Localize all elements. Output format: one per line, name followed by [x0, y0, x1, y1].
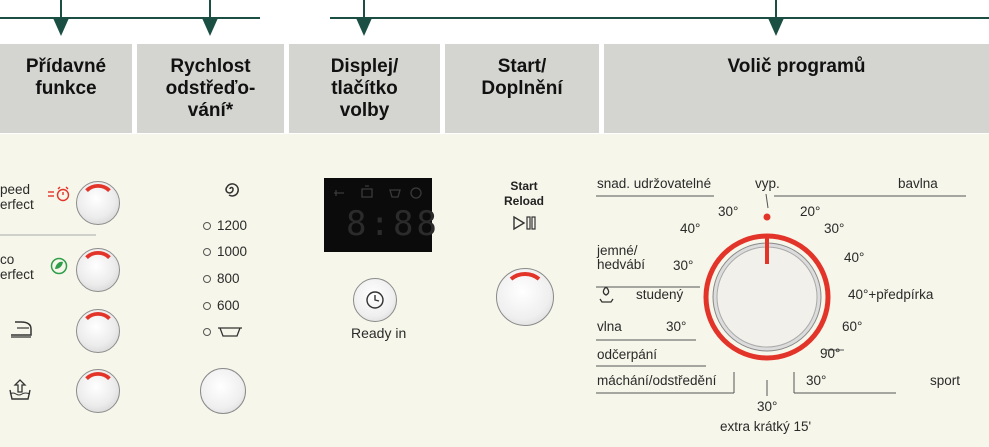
header-display: Displej/ tlačítko volby: [289, 44, 440, 133]
temp-label: 60°: [842, 319, 863, 334]
ready-in-label: Ready in: [351, 325, 407, 341]
arrow-spin: [202, 18, 218, 36]
radio-indicator: [203, 302, 211, 311]
arrow-additional: [53, 18, 69, 36]
digital-display: 8:88: [324, 178, 437, 252]
header-additional-functions: Přídavné funkce: [0, 44, 132, 133]
temp-label: 40°: [844, 250, 865, 265]
temp-label: 20°: [800, 204, 821, 219]
spin-option[interactable]: 1200: [203, 218, 247, 233]
display-digits: 8:88: [346, 204, 440, 244]
radio-indicator: [203, 275, 211, 284]
start-reload-button[interactable]: [496, 268, 554, 326]
divider: [0, 234, 96, 236]
header-spin-speed: Rychlost odstřeďo-vání*: [137, 44, 284, 133]
program-cold: studený: [636, 287, 684, 302]
program-rinse-spin: máchání/odstředění: [597, 373, 717, 388]
header-program-selector: Volič programů: [604, 44, 989, 133]
speed-perfect-icon: [48, 186, 70, 202]
program-dial-graphics: [596, 193, 966, 396]
temp-label: 30°: [718, 204, 739, 219]
rinse-plus-button[interactable]: [76, 369, 120, 413]
easy-iron-button[interactable]: [76, 309, 120, 353]
program-cotton: bavlna: [898, 176, 938, 191]
spin-icon: [225, 183, 239, 197]
eco-leaf-icon: [50, 257, 68, 275]
program-off: vyp.: [755, 176, 780, 191]
spin-option[interactable]: 1000: [203, 244, 247, 259]
program-drain: odčerpání: [597, 347, 658, 362]
radio-indicator: [203, 328, 211, 337]
header-label: Start/ Doplnění: [481, 56, 563, 99]
play-pause-icon: [513, 215, 536, 231]
temp-label: 90°: [820, 346, 841, 361]
spin-option[interactable]: 800: [203, 271, 240, 286]
arrow-display: [356, 18, 372, 36]
spin-option-no-spin[interactable]: [203, 324, 243, 339]
temp-label: 30°: [666, 319, 687, 334]
program-sport: sport: [930, 373, 961, 388]
temp-label: 40°: [680, 221, 701, 236]
rinse-plus-icon: [9, 379, 31, 400]
temp-label: 30°: [757, 399, 778, 414]
program-extra-short: extra krátký 15': [720, 419, 812, 434]
temp-label: 30°: [673, 258, 694, 273]
radio-indicator: [203, 248, 211, 257]
ready-in-button[interactable]: [353, 278, 397, 322]
header-label: Rychlost odstřeďo-vání*: [165, 56, 256, 121]
eco-perfect-button[interactable]: [76, 248, 120, 292]
temp-label: 30°: [806, 373, 827, 388]
control-panel: [0, 134, 989, 447]
clock-icon: [366, 291, 384, 309]
speed-perfect-button[interactable]: [76, 181, 120, 225]
header-start: Start/ Doplnění: [445, 44, 599, 133]
display-status-icons: [334, 185, 422, 199]
program-prewash: 40°+předpírka: [848, 287, 934, 302]
iron-icon: [11, 321, 32, 338]
program-wool: vlna: [597, 319, 622, 334]
no-spin-tub-icon: [218, 327, 242, 338]
header-label: Přídavné funkce: [25, 56, 107, 99]
program-selector-dial[interactable]: [715, 245, 819, 349]
temp-label: 30°: [824, 221, 845, 236]
header-label: Volič programů: [727, 56, 866, 77]
arrow-program: [768, 18, 784, 36]
cold-water-icon: [599, 286, 614, 303]
spin-option[interactable]: 600: [203, 298, 240, 313]
header-label: Displej/ tlačítko volby: [330, 56, 399, 121]
program-delicate: jemné/hedvábí: [597, 243, 646, 272]
spin-speed-button[interactable]: [200, 368, 246, 414]
program-easy-care: snad. udržovatelné: [597, 176, 712, 191]
radio-indicator: [203, 222, 211, 231]
